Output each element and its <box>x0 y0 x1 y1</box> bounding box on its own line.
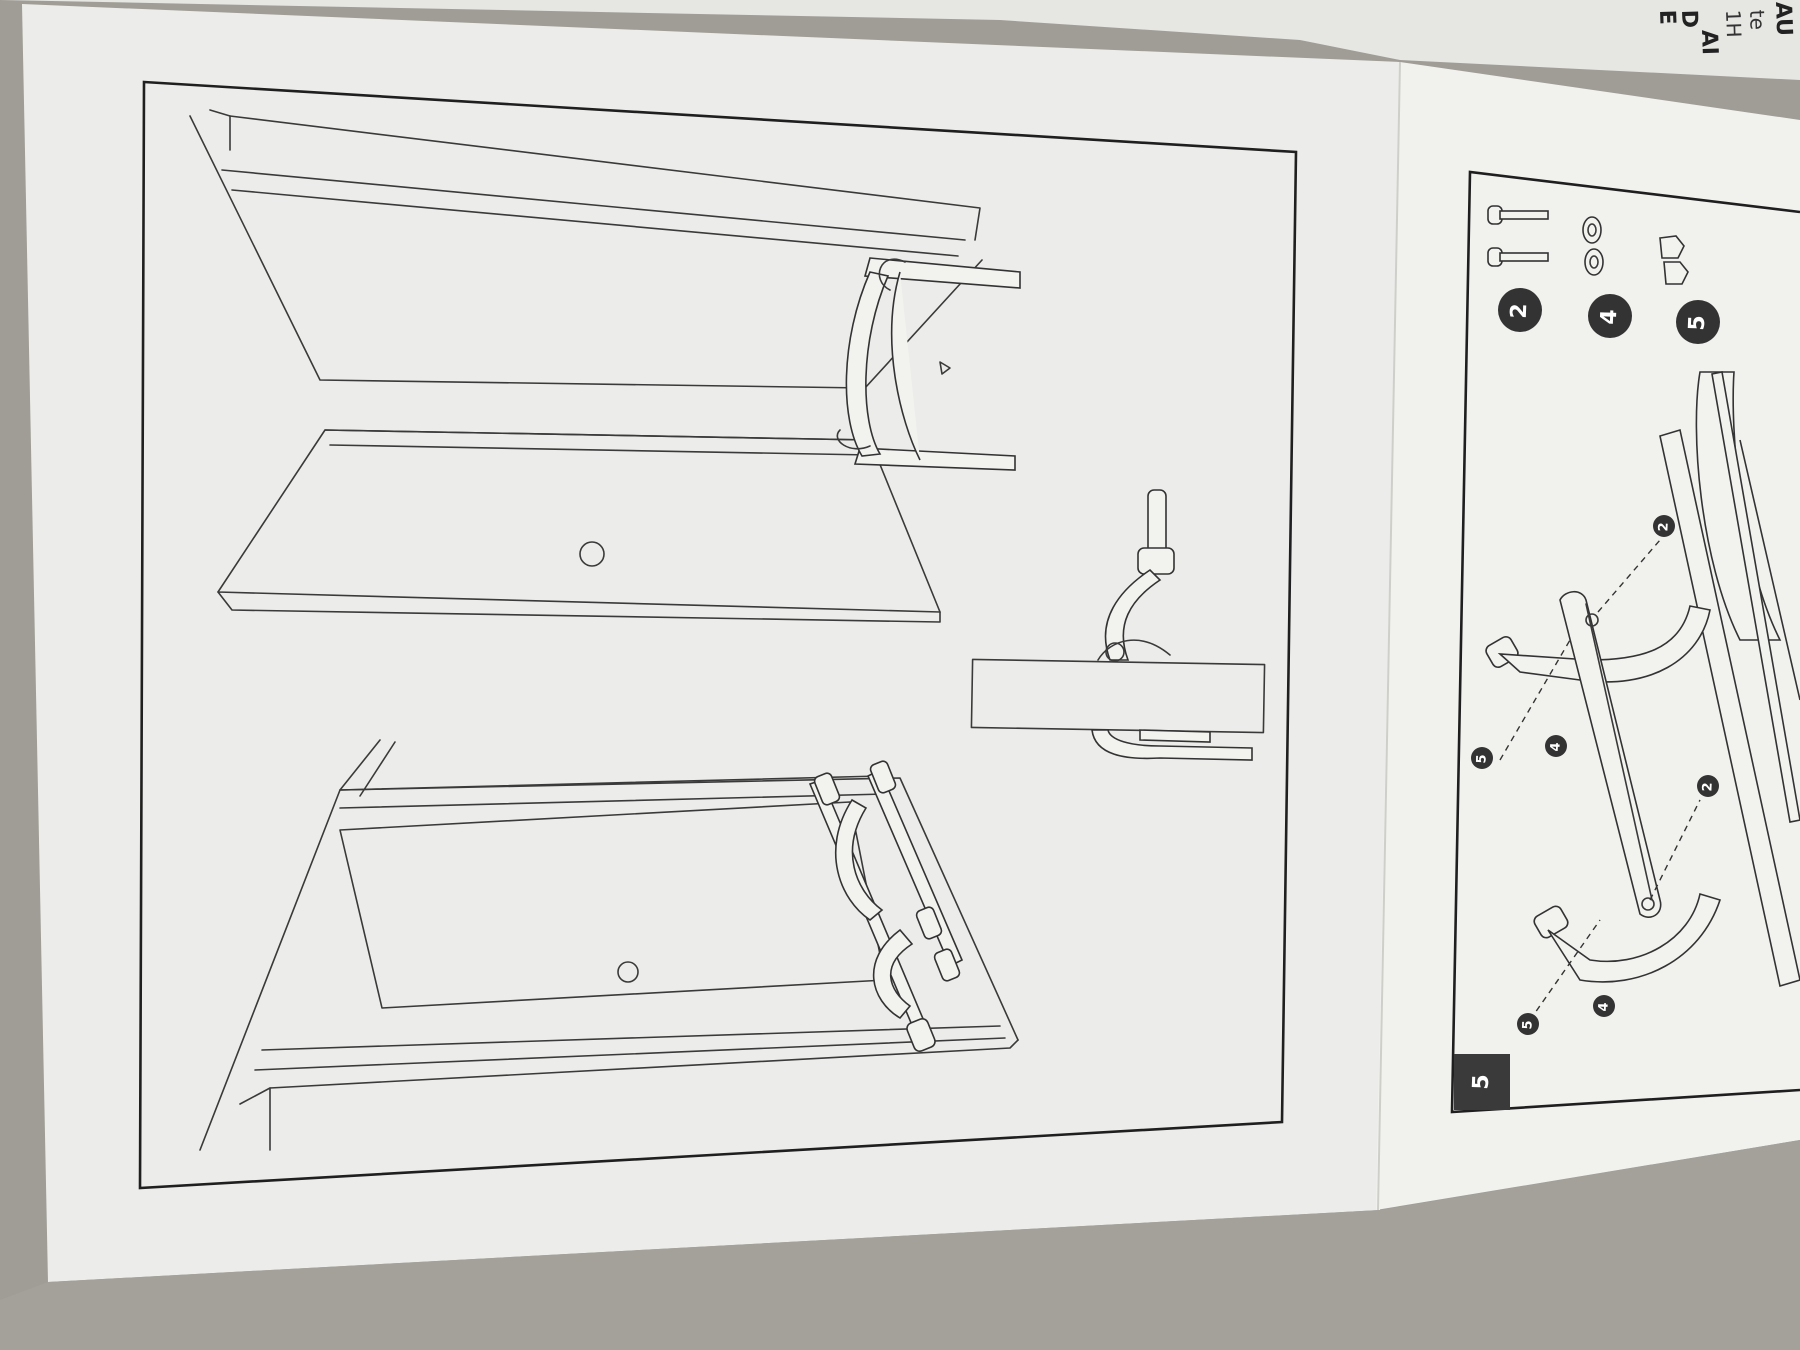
callout-washer-upper: 4 <box>1545 735 1567 757</box>
edge-text-line-4: E <box>1654 9 1680 25</box>
callout-nut-lower: 5 <box>1517 1013 1539 1035</box>
svg-text:4: 4 <box>1548 742 1563 752</box>
mounted-bar-bottom <box>808 760 964 1053</box>
bolt-icon <box>1487 205 1549 267</box>
part-washers: 4 <box>1582 216 1632 338</box>
svg-text:2: 2 <box>1656 522 1671 532</box>
mounted-bar-top <box>836 257 1021 471</box>
part-badge-4: 4 <box>1597 309 1623 325</box>
edge-text-line-3: te <box>1745 9 1770 30</box>
svg-text:2: 2 <box>1700 782 1715 792</box>
installation-diagram <box>138 80 1298 1190</box>
washer-icon <box>1582 216 1604 276</box>
svg-text:5: 5 <box>1474 754 1489 764</box>
callout-bolt-upper: 2 <box>1653 515 1675 537</box>
parts-list: 2 4 5 <box>1487 205 1720 344</box>
door-frame-view-top <box>189 109 1021 623</box>
left-paper-panel <box>22 4 1400 1282</box>
door-frame-view-bottom <box>199 739 1019 1151</box>
part-badge-2: 2 <box>1507 303 1533 319</box>
part-cap-nuts: 5 <box>1659 235 1720 344</box>
door-side-detail <box>970 489 1266 761</box>
step-number-tab: 5 <box>1454 1054 1510 1110</box>
cap-nut-icon <box>1659 235 1689 285</box>
svg-text:5: 5 <box>1520 1020 1535 1030</box>
step-number: 5 <box>1469 1074 1495 1090</box>
part-badge-5: 5 <box>1685 315 1711 331</box>
cropped-edge-text: AI 1H te E D AU <box>1654 1 1796 55</box>
svg-text:4: 4 <box>1596 1002 1611 1012</box>
edge-text-line-2: 1H <box>1721 9 1746 38</box>
edge-text-line-6: AU <box>1770 1 1796 36</box>
exploded-bar-assembly: 2 2 4 4 5 5 <box>1471 371 1800 1035</box>
callout-washer-lower: 4 <box>1593 995 1615 1017</box>
edge-text-line-5: D <box>1676 9 1702 28</box>
callout-nut-upper: 5 <box>1471 747 1493 769</box>
edge-text-line-1: AI <box>1696 29 1722 55</box>
callout-bolt-lower: 2 <box>1697 775 1719 797</box>
part-bolts: 2 <box>1487 205 1549 332</box>
step-5-panel: 5 2 4 <box>1450 170 1800 1114</box>
